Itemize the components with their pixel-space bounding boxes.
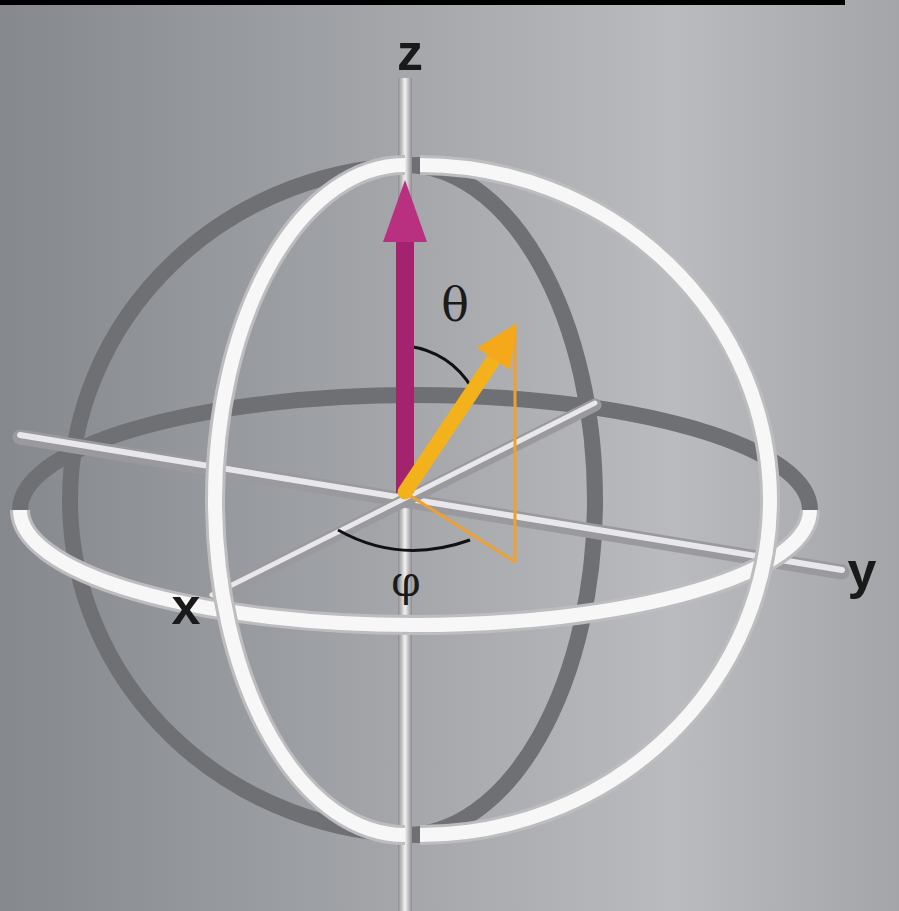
axis-label: z <box>397 26 423 78</box>
top-bar <box>0 0 845 5</box>
meridian-front <box>215 165 405 835</box>
angle-label: θ <box>441 282 469 328</box>
theta-arc <box>408 346 472 388</box>
angle-label: φ <box>391 561 420 603</box>
axis-label: x <box>172 580 201 632</box>
z-vector <box>383 180 427 493</box>
meridian-front <box>420 165 770 835</box>
equator-front-edge <box>20 510 810 625</box>
r-vector <box>405 323 517 492</box>
front-rings <box>20 165 810 835</box>
meridian-front-edge <box>420 165 770 835</box>
phi-arc <box>338 530 470 550</box>
back-rings <box>20 165 810 835</box>
equator-front <box>20 510 810 625</box>
axis-label: y <box>848 544 877 596</box>
axes <box>20 78 842 911</box>
meridian-front-edge <box>215 165 405 835</box>
projection-lines <box>406 330 515 562</box>
